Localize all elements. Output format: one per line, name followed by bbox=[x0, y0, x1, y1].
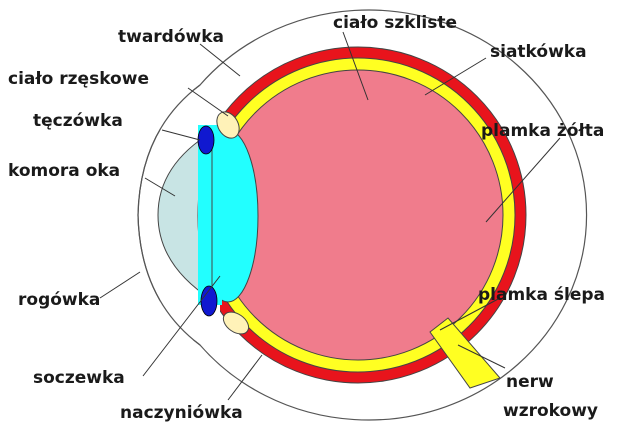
label-plamka-zolta: plamka żółta bbox=[481, 121, 604, 141]
label-twardowka: twardówka bbox=[118, 27, 224, 47]
label-naczyniowka: naczyniówka bbox=[120, 403, 243, 423]
label-teczowka: tęczówka bbox=[33, 111, 123, 131]
iris-top bbox=[198, 126, 214, 154]
label-plamka-slepa: plamka ślepa bbox=[478, 285, 605, 305]
label-wzrokowy: wzrokowy bbox=[503, 401, 598, 421]
label-cialo-rzeskowe: ciało rzęskowe bbox=[8, 69, 149, 89]
label-rogowka: rogówka bbox=[18, 290, 100, 310]
label-nerw: nerw bbox=[506, 372, 554, 392]
label-komora-oka: komora oka bbox=[8, 161, 120, 181]
label-siatkowka: siatkówka bbox=[490, 42, 587, 62]
label-cialo-szkliste: ciało szkliste bbox=[333, 13, 457, 33]
label-soczewka: soczewka bbox=[33, 368, 125, 388]
